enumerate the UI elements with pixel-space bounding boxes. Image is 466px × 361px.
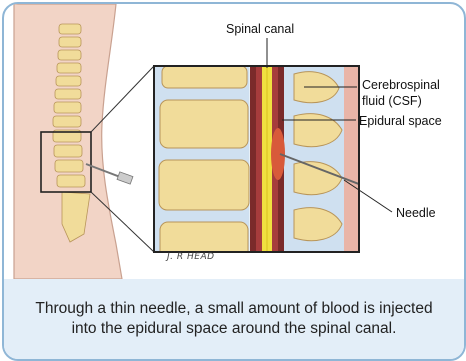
blood-patch: [271, 128, 285, 180]
label-spinal-canal: Spinal canal: [226, 22, 294, 37]
label-needle: Needle: [396, 206, 436, 221]
caption-text: Through a thin needle, a small amount of…: [34, 299, 434, 339]
artist-signature: J. R HEAD: [167, 252, 215, 262]
label-csf-line2: fluid (CSF): [362, 94, 422, 109]
spine-illustration: [4, 4, 464, 279]
cross-section: [154, 66, 364, 262]
caption-panel: Through a thin needle, a small amount of…: [4, 279, 464, 359]
label-epidural-space: Epidural space: [359, 114, 442, 129]
label-csf-line1: Cerebrospinal: [362, 78, 440, 93]
